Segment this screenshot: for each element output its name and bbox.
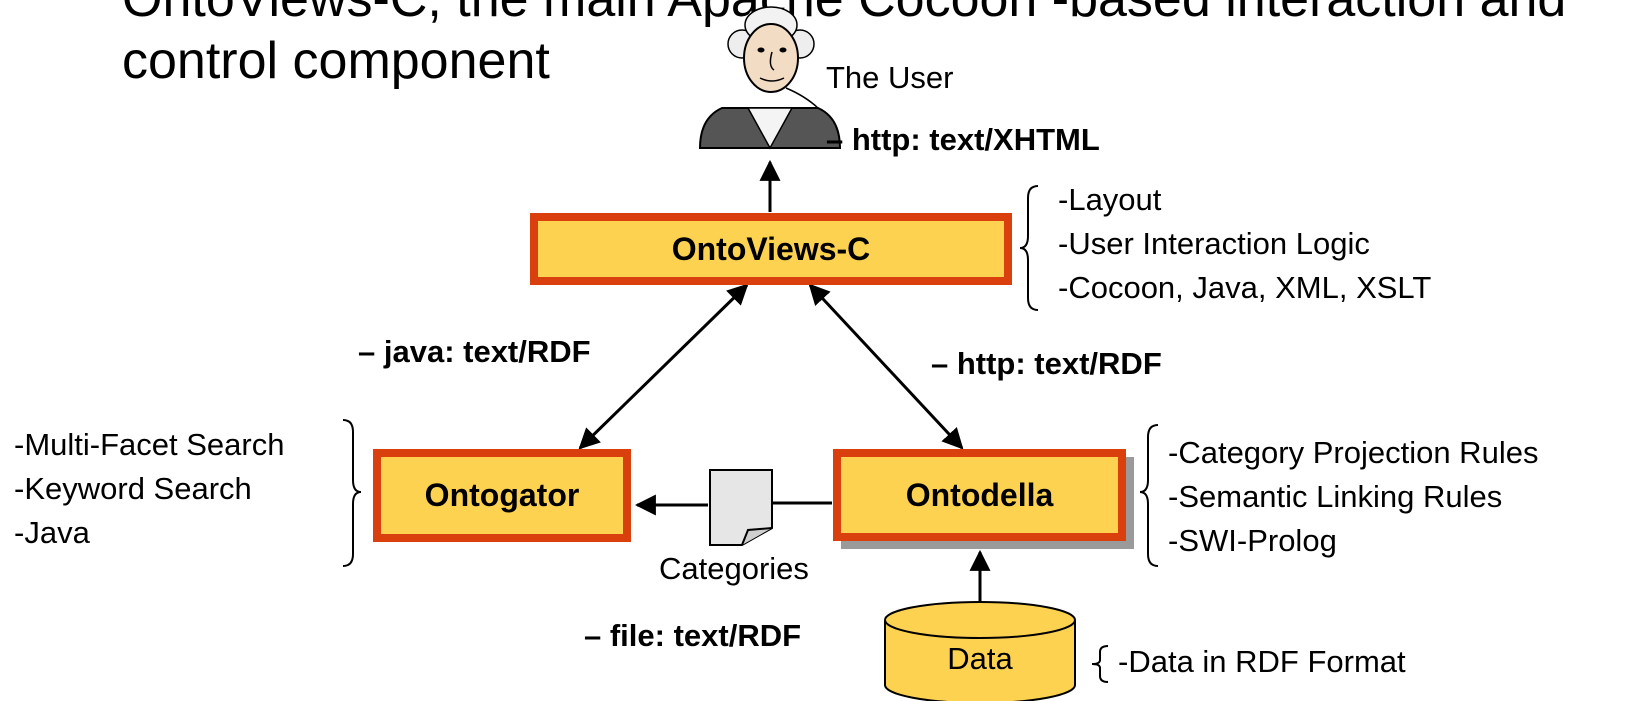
ontogator-notes: -Multi-Facet Search -Keyword Search -Jav… [14,423,284,555]
ontogator-box: Ontogator [373,449,631,542]
ontoviews-note-item: -Layout [1058,182,1162,217]
ontoviews-box: OntoViews-C [530,213,1012,285]
ontogator-note-item: -Keyword Search [14,471,252,506]
data-label: Data [947,641,1013,676]
user-label: The User [826,60,954,95]
data-note-item: -Data in RDF Format [1118,644,1406,679]
ontoviews-notes-brace [1019,185,1039,311]
ontogator-notes-brace [342,419,362,567]
http-rdf-label: – http: text/RDF [931,346,1162,381]
slide-title-line-1: OntoViews-C, the main Apache Cocoon -bas… [122,0,1566,28]
ontodella-note-item: -Semantic Linking Rules [1168,479,1503,514]
file-rdf-label: – file: text/RDF [584,618,802,653]
ontodella-note-item: -SWI-Prolog [1168,523,1337,558]
ontodella-note-item: -Category Projection Rules [1168,435,1539,470]
user-http-label: – http: text/XHTML [826,122,1100,157]
data-cylinder-icon [884,601,1076,701]
arrow-ontoviews-ontodella [808,283,964,450]
user-portrait-icon [698,6,842,150]
categories-label: Categories [659,551,809,586]
data-notes-brace [1091,645,1109,683]
slide-title-line-2: control component [122,32,550,90]
arrow-ontoviews-ontogator [578,283,749,450]
java-rdf-label: – java: text/RDF [358,334,591,369]
ontodella-box: Ontodella [833,449,1126,541]
ontogator-note-item: -Java [14,515,90,550]
ontodella-notes-brace [1139,424,1159,567]
ontodella-notes: -Category Projection Rules -Semantic Lin… [1168,431,1538,563]
slide-title: OntoViews-C, the main Apache Cocoon -bas… [122,0,1635,92]
ontoviews-notes: -Layout -User Interaction Logic -Cocoon,… [1058,178,1431,310]
ontogator-note-item: -Multi-Facet Search [14,427,285,462]
ontoviews-note-item: -User Interaction Logic [1058,226,1370,261]
ontoviews-note-item: -Cocoon, Java, XML, XSLT [1058,270,1432,305]
categories-document-icon [709,469,773,546]
data-notes: -Data in RDF Format [1118,640,1406,684]
